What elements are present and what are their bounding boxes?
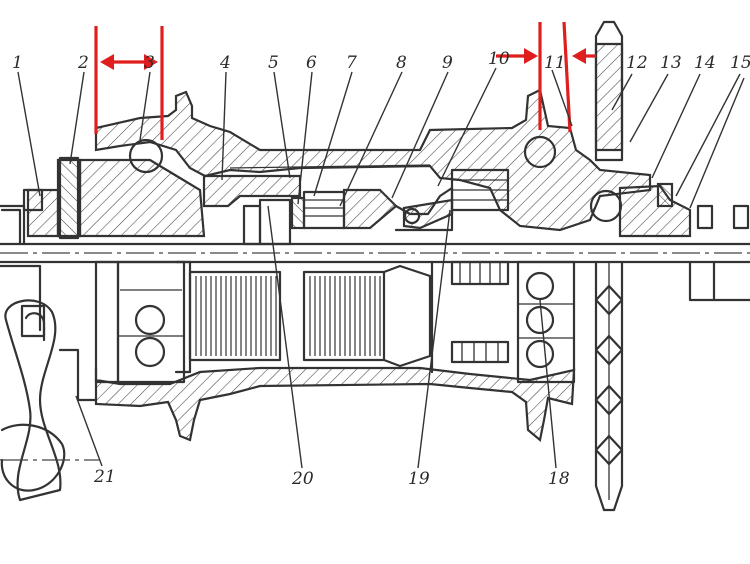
right-bearings	[516, 135, 576, 384]
axle	[0, 242, 750, 264]
hub-shell-lower	[94, 366, 576, 443]
callout-12: 12	[626, 53, 648, 73]
callout-18: 18	[548, 469, 570, 489]
callout-20: 20	[291, 469, 314, 489]
sprocket	[594, 20, 624, 512]
internal-parts-lower	[430, 260, 510, 374]
callout-5: 5	[268, 53, 279, 73]
right-cone-assembly	[589, 182, 750, 302]
red-annotations	[94, 21, 596, 140]
finned-blocks	[174, 260, 432, 374]
left-cone-assembly	[0, 138, 206, 332]
callout-11: 11	[544, 53, 566, 73]
callout-1: 1	[12, 53, 23, 73]
callout-2: 2	[77, 53, 89, 73]
left-dropout	[0, 208, 100, 502]
callout-6: 6	[306, 53, 317, 73]
callout-19: 19	[408, 469, 430, 489]
callout-13: 13	[660, 53, 682, 73]
leader-lines	[17, 67, 745, 469]
callout-4: 4	[219, 53, 231, 73]
hub-shell-upper	[94, 88, 652, 232]
callout-14: 14	[694, 53, 716, 73]
callout-9: 9	[442, 53, 453, 73]
callout-10: 10	[488, 49, 510, 69]
callout-7: 7	[346, 53, 357, 73]
callout-21: 21	[93, 467, 116, 487]
callout-15: 15	[730, 53, 750, 73]
callout-3: 3	[144, 53, 155, 73]
left-lower-bearings	[94, 260, 186, 384]
callout-labels: 1 2 3 4 5 6 7 8 9 10 11 12 13 14 15 18 1…	[12, 49, 750, 489]
callout-8: 8	[396, 53, 407, 73]
internal-parts-upper	[202, 168, 510, 246]
